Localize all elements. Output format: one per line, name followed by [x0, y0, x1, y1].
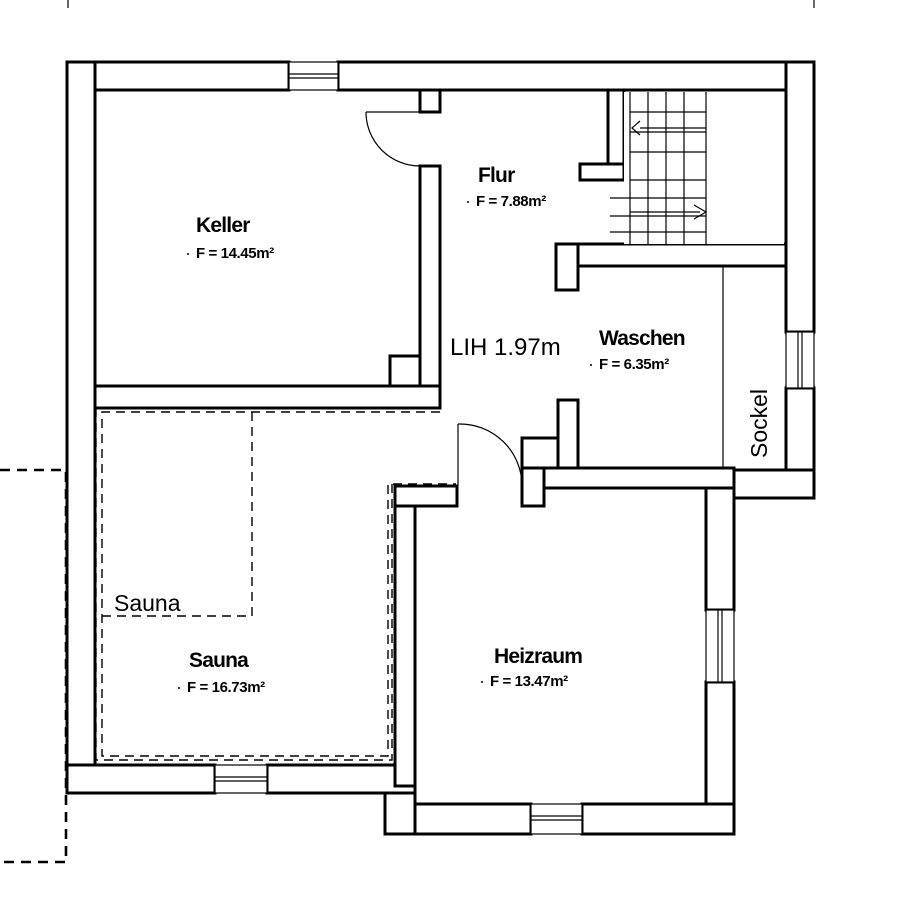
sauna-cabin-outline — [95, 408, 456, 761]
room-area-keller: F = 14.45m² — [196, 245, 274, 262]
stair-arrow-up-icon — [631, 120, 706, 136]
stair-arrow-down-icon — [630, 204, 708, 220]
room-name-keller: Keller — [196, 214, 250, 237]
exterior-walls — [65, 60, 816, 836]
room-heizraum: Heizraum F = 13.47m² — [481, 645, 583, 690]
room-name-heizraum: Heizraum — [494, 645, 582, 668]
room-area-waschen: F = 6.35m² — [599, 356, 669, 373]
sockel-label: Sockel — [746, 389, 772, 458]
room-name-waschen: Waschen — [599, 327, 685, 350]
room-flur: Flur F = 7.88m² — [467, 164, 547, 210]
staircase — [610, 92, 784, 244]
sauna-cabin-label: Sauna — [114, 590, 181, 616]
sheet-border-ticks — [67, 0, 815, 8]
room-area-heizraum: F = 13.47m² — [490, 673, 568, 690]
ceiling-height-label: LIH 1.97m — [450, 334, 561, 361]
windows — [214, 61, 815, 835]
room-sauna: Sauna F = 16.73m² — [178, 649, 266, 696]
neighbor-boundary-dashed — [0, 468, 68, 864]
room-area-flur: F = 7.88m² — [476, 193, 546, 210]
room-name-flur: Flur — [478, 164, 515, 187]
room-name-sauna: Sauna — [189, 649, 249, 672]
room-keller: Keller F = 14.45m² — [187, 214, 275, 262]
room-waschen: Waschen F = 6.35m² — [590, 327, 686, 373]
interior-walls — [93, 88, 788, 788]
room-area-sauna: F = 16.73m² — [187, 679, 265, 696]
doors — [365, 111, 523, 487]
